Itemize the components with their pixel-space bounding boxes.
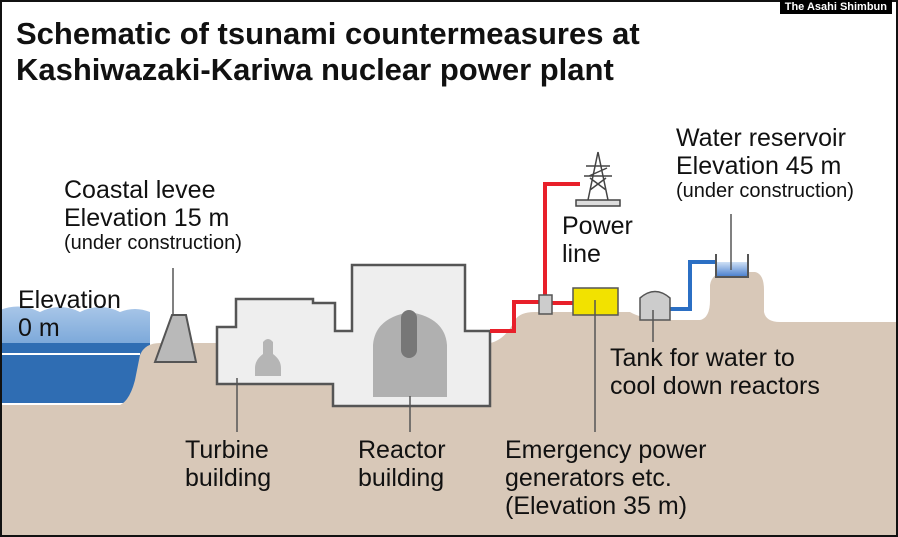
sea-label: Elevation 0 m: [18, 286, 121, 342]
power-line: [490, 182, 580, 333]
power-line-label-line-2: line: [562, 240, 601, 268]
coastal-levee: [153, 314, 198, 363]
tank-label-line-1: Tank for water to: [610, 344, 795, 372]
generators-label-line-1: Emergency power: [505, 436, 707, 464]
levee-label-line-2: Elevation 15 m: [64, 204, 230, 232]
turbine-label-line-2: building: [185, 464, 272, 492]
tank-label: Tank for water to cool down reactors: [610, 344, 820, 400]
reservoir-label-line-1: Water reservoir: [676, 124, 846, 152]
credit: The Asahi Shimbun: [779, 0, 892, 14]
turbine-label: Turbine building: [185, 436, 271, 492]
generators-label-line-2: generators etc.: [505, 464, 672, 492]
sea-deep: [0, 343, 150, 403]
power-line-label: Power line: [562, 212, 633, 268]
switch-box: [538, 294, 553, 315]
title-line-1: Schematic of tsunami countermeasures at: [16, 16, 640, 51]
leader-lines: [172, 214, 732, 432]
page-title: Schematic of tsunami countermeasures at …: [16, 16, 640, 88]
turbine-building-outline: [215, 263, 492, 408]
levee-label-note: (under construction): [64, 232, 242, 254]
levee-label: Coastal levee Elevation 15 m (under cons…: [64, 176, 242, 254]
reservoir-label-note: (under construction): [676, 180, 854, 202]
transmission-tower-icon: [575, 151, 621, 207]
reactor-label: Reactor building: [358, 436, 446, 492]
reactor-core-icon: [401, 310, 417, 358]
power-line-label-line-1: Power: [562, 212, 633, 240]
water-pipe: [670, 260, 716, 311]
generators-label-line-3: (Elevation 35 m): [505, 492, 688, 520]
turbine-label-line-1: Turbine: [185, 436, 269, 464]
levee-label-line-1: Coastal levee: [64, 176, 216, 204]
water-reservoir-walls: [715, 254, 749, 278]
title-line-2: Kashiwazaki-Kariwa nuclear power plant: [16, 52, 614, 87]
turbine-icon: [255, 339, 281, 376]
water-reservoir: [717, 262, 747, 276]
sea-label-line-1: Elevation: [18, 286, 121, 314]
reservoir-label-line-2: Elevation 45 m: [676, 152, 842, 180]
sea-label-line-2: 0 m: [18, 314, 60, 342]
reactor-label-line-2: building: [358, 464, 445, 492]
reservoir-label: Water reservoir Elevation 45 m (under co…: [676, 124, 854, 202]
tank-label-line-2: cool down reactors: [610, 372, 820, 400]
reactor-label-line-1: Reactor: [358, 436, 446, 464]
generators-label: Emergency power generators etc. (Elevati…: [505, 436, 706, 520]
water-tank: [639, 290, 671, 321]
